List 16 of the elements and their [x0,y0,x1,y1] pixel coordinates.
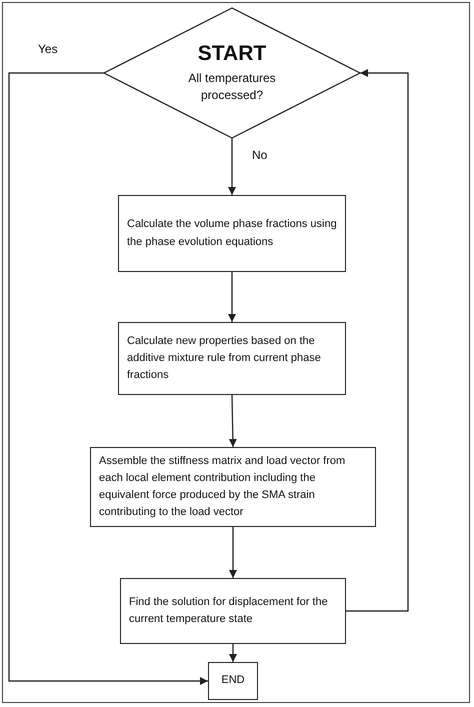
edge-label: Yes [36,42,60,56]
arrow [229,527,237,578]
decision-question: All temperatures processed? [187,70,277,104]
end-box: END [208,662,258,700]
arrow [228,138,236,195]
process-box: Assemble the stiffness matrix and load vector from each local element contribution including the equivalent force produced by the SMA strain contributing to the load vector [90,447,376,527]
process-box: Find the solution for displacement for the current temperature state [120,578,346,644]
process-box: Calculate the volume phase fractions using the phase evolution equations [118,195,346,272]
arrow [346,69,409,612]
arrow [8,72,208,685]
arrow [229,644,237,662]
arrow [228,394,237,448]
arrow [228,272,236,322]
edge-label: No [250,148,270,162]
start-heading: START [198,42,266,66]
process-box: Calculate new properties based on the additive mixture rule from current phase fractions [118,322,346,395]
